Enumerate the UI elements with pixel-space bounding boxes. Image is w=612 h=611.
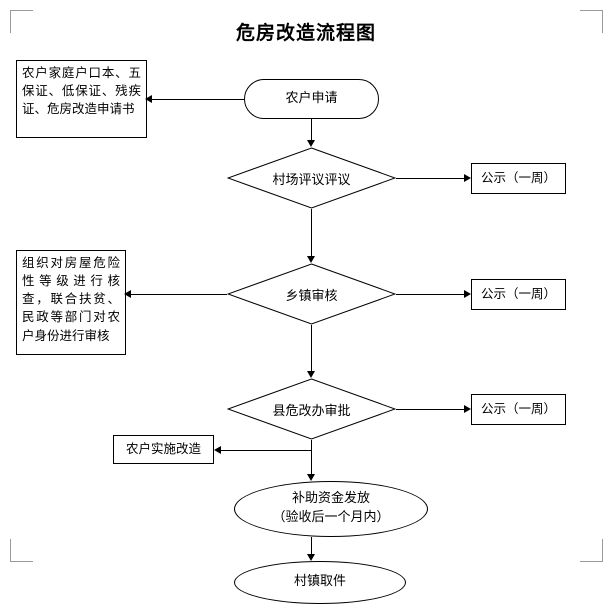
connector-town-audit-to-publicity-2 xyxy=(396,294,465,295)
crop-mark-bottom-right xyxy=(580,539,603,562)
arrowhead-publicity-1 xyxy=(464,174,471,182)
arrowhead-county-approval xyxy=(307,371,315,378)
node-subsidy-payment-line2: （验收后一个月内） xyxy=(272,510,390,525)
node-subsidy-payment[interactable]: 补助资金发放 （验收后一个月内） xyxy=(234,481,428,537)
node-subsidy-payment-line1: 补助资金发放 xyxy=(291,491,370,507)
crop-mark-top-left xyxy=(10,10,33,33)
connector-town-audit-to-county-approval xyxy=(311,325,312,371)
arrowhead-documents xyxy=(145,95,152,103)
crop-mark-top-right xyxy=(580,10,603,33)
node-documents[interactable]: 农户家庭户口本、五保证、低保证、残疾证、危房改造申请书 xyxy=(16,60,147,138)
node-publicity-1[interactable]: 公示（一周） xyxy=(471,163,566,194)
diamond-shape xyxy=(227,263,396,325)
connector-apply-to-village-review xyxy=(311,119,312,140)
diamond-shape xyxy=(227,378,396,440)
node-publicity-1-label: 公示（一周） xyxy=(480,170,556,186)
arrowhead-publicity-2 xyxy=(464,290,471,298)
node-village-review-label: 村场评议评议 xyxy=(272,172,351,188)
connector-town-audit-to-organize-check xyxy=(130,294,227,295)
node-household-build-label: 农户实施改造 xyxy=(125,441,201,457)
node-county-approval[interactable]: 县危改办审批 xyxy=(227,378,396,440)
node-county-approval-label: 县危改办审批 xyxy=(272,403,351,419)
node-organize-check[interactable]: 组织对房屋危险性 等 级 进 行 核查，联合扶贫、民政等部门对农户身份进行审核 xyxy=(16,250,126,355)
connector-county-approval-to-publicity-3 xyxy=(396,409,465,410)
arrowhead-publicity-3 xyxy=(464,405,471,413)
arrowhead-acceptance xyxy=(307,554,315,561)
arrowhead-town-audit xyxy=(307,256,315,263)
node-apply-label: 农户申请 xyxy=(285,90,338,106)
arrowhead-village-review xyxy=(307,140,315,147)
node-publicity-3-label: 公示（一周） xyxy=(480,401,556,417)
connector-village-review-to-town-audit xyxy=(311,209,312,256)
node-acceptance[interactable]: 村镇取件 xyxy=(234,561,406,604)
connector-county-approval-to-household-build-vertical xyxy=(311,440,312,450)
node-documents-label: 农户家庭户口本、五保证、低保证、残疾证、危房改造申请书 xyxy=(22,65,141,117)
arrowhead-organize-check xyxy=(124,290,131,298)
node-household-build[interactable]: 农户实施改造 xyxy=(113,435,214,464)
connector-apply-to-documents xyxy=(151,99,244,100)
connector-county-approval-to-household-build-horizontal xyxy=(220,450,312,451)
connector-subsidy-to-acceptance xyxy=(311,537,312,554)
diamond-shape xyxy=(227,147,396,209)
node-apply[interactable]: 农户申请 xyxy=(244,79,379,119)
node-organize-check-label: 组织对房屋危险性 等 级 进 行 核查，联合扶贫、民政等部门对农户身份进行审核 xyxy=(22,255,120,343)
crop-mark-bottom-left xyxy=(10,539,33,562)
node-town-audit[interactable]: 乡镇审核 xyxy=(227,263,396,325)
node-publicity-3[interactable]: 公示（一周） xyxy=(471,394,566,425)
node-village-review[interactable]: 村场评议评议 xyxy=(227,147,396,209)
node-town-audit-label: 乡镇审核 xyxy=(285,288,338,304)
connector-to-subsidy-payment xyxy=(311,450,312,474)
arrowhead-subsidy-payment xyxy=(307,474,315,481)
page-title: 危房改造流程图 xyxy=(235,22,376,44)
node-acceptance-label: 村镇取件 xyxy=(293,574,346,590)
node-publicity-2[interactable]: 公示（一周） xyxy=(471,279,566,310)
node-publicity-2-label: 公示（一周） xyxy=(480,286,556,302)
arrowhead-household-build xyxy=(214,446,221,454)
connector-village-review-to-publicity-1 xyxy=(396,178,465,179)
